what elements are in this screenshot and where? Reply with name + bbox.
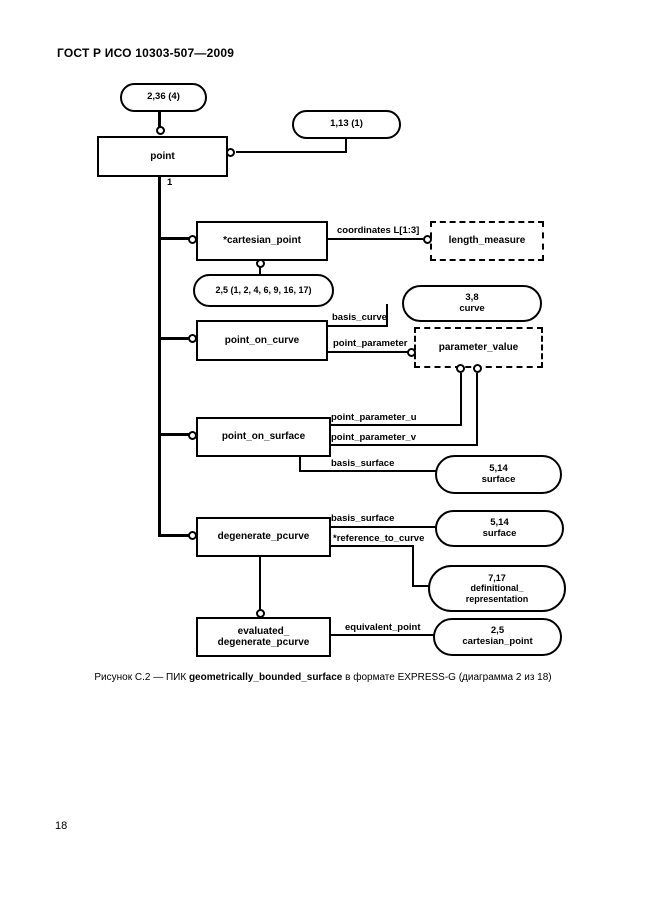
- pageref-point-pages: 2,36 (4): [120, 83, 207, 112]
- edge-point-parameter-v-vertical: [476, 373, 478, 446]
- pageref-label: 1,13 (1): [330, 118, 363, 130]
- edge-coordinates: [324, 238, 423, 240]
- connector-supertyperef-horizontal: [236, 151, 347, 153]
- pageref-label-line2: definitional_: [470, 583, 524, 594]
- pageref-label-line2: surface: [481, 473, 516, 485]
- entity-degenerate-pcurve: degenerate_pcurve: [196, 517, 331, 557]
- entity-point-on-surface: point_on_surface: [196, 417, 331, 457]
- pageref-label-line2: surface: [482, 527, 517, 539]
- entity-label: point_on_surface: [221, 431, 306, 443]
- label-basis-surface-degenerate-pcurve: basis_surface: [331, 513, 395, 524]
- label-point-parameter-u: point_parameter_u: [331, 412, 417, 423]
- circle-degenerate-left: [188, 531, 197, 540]
- branch-point-on-curve: [158, 337, 196, 340]
- circle-point-on-curve-left: [188, 334, 197, 343]
- pageref-surface-point-on-surface: 5,14 surface: [435, 455, 562, 494]
- pageref-label-line3: representation: [465, 593, 529, 604]
- edge-point-parameter-u-horizontal: [327, 424, 462, 426]
- label-point-parameter-v: point_parameter_v: [331, 432, 417, 443]
- entity-label: degenerate_pcurve: [217, 531, 310, 543]
- edge-point-parameter-v-horizontal: [327, 444, 478, 446]
- pageref-cartesian-point-pages: 2,5 (1, 2, 4, 6, 9, 16, 17): [193, 274, 334, 307]
- type-length-measure: length_measure: [430, 221, 544, 261]
- pageref-label-line1: 5,14: [490, 516, 509, 528]
- edge-basis-curve-horizontal: [324, 325, 388, 327]
- entity-evaluated-degenerate-pcurve: evaluated_ degenerate_pcurve: [196, 617, 331, 657]
- label-cardinality: 1: [167, 177, 173, 188]
- circle-cartesian-bottom: [256, 259, 265, 268]
- label-basis-surface-point-on-surface: basis_surface: [331, 458, 395, 469]
- pageref-label: 2,5 (1, 2, 4, 6, 9, 16, 17): [215, 285, 312, 296]
- pageref-cartesian-point: 2,5 cartesian_point: [433, 618, 562, 656]
- entity-label: point: [150, 150, 175, 162]
- caption-prefix: Рисунок С.2 — ПИК: [94, 672, 189, 683]
- subtype-trunk-line: [158, 173, 161, 537]
- pageref-label-line1: 2,5: [490, 625, 505, 637]
- edge-basis-surface1-horizontal: [299, 470, 436, 472]
- entity-point-on-curve: point_on_curve: [196, 320, 328, 361]
- branch-point-on-surface: [158, 433, 196, 436]
- entity-label: point_on_curve: [224, 334, 300, 346]
- type-label: length_measure: [448, 235, 526, 247]
- edge-basis-surface1-vertical: [299, 453, 301, 472]
- figure-caption: Рисунок С.2 — ПИК geometrically_bounded_…: [94, 672, 551, 683]
- circle-length-measure-left: [423, 235, 432, 244]
- entity-cartesian-point: *cartesian_point: [196, 221, 328, 261]
- entity-label-line2: degenerate_pcurve: [217, 637, 310, 648]
- circle-parameter-value-bottom-v: [473, 364, 482, 373]
- circle-point-on-surface-left: [188, 431, 197, 440]
- pageref-label-line1: 3,8: [465, 291, 479, 303]
- label-point-parameter: point_parameter: [333, 338, 408, 349]
- connector-pointpages-to-point: [158, 106, 161, 127]
- entity-point: point: [97, 136, 228, 177]
- pageref-label-line2: curve: [459, 302, 485, 314]
- type-parameter-value: parameter_value: [414, 327, 543, 368]
- pageref-label-line1: 5,14: [489, 462, 508, 474]
- pageref-definitional-representation: 7,17 definitional_ representation: [428, 565, 566, 612]
- pageref-label-line1: 7,17: [488, 572, 506, 583]
- circle-evaluated-top: [256, 609, 265, 618]
- pageref-surface-degenerate-pcurve: 5,14 surface: [435, 510, 564, 547]
- circle-point-top: [156, 126, 165, 135]
- edge-point-parameter: [324, 351, 408, 353]
- circle-parameter-value-bottom-u: [456, 364, 465, 373]
- edge-basis-curve-vertical: [386, 304, 388, 327]
- edge-equivalent-point: [327, 634, 434, 636]
- pageref-supertype: 1,13 (1): [292, 110, 401, 139]
- branch-cartesian-point: [158, 237, 196, 240]
- edge-basis-surface2: [327, 526, 436, 528]
- branch-degenerate-pcurve: [158, 534, 196, 537]
- circle-cartesian-left: [188, 235, 197, 244]
- entity-label-line1: evaluated_: [237, 625, 290, 637]
- pageref-label: 2,36 (4): [147, 91, 180, 103]
- type-label: parameter_value: [438, 341, 519, 353]
- edge-reference-to-curve-vertical: [412, 545, 414, 587]
- label-equivalent-point: equivalent_point: [345, 622, 421, 633]
- document-header: ГОСТ Р ИСО 10303-507—2009: [57, 46, 235, 60]
- pageref-label-line2: cartesian_point: [462, 636, 533, 647]
- caption-entity-name: geometrically_bounded_surface: [188, 672, 343, 683]
- page-number: 18: [55, 820, 68, 832]
- connector-supertyperef-vertical: [345, 134, 347, 153]
- connector-degenerate-to-evaluated: [259, 553, 261, 611]
- edge-point-parameter-u-vertical: [460, 373, 462, 426]
- label-reference-to-curve: *reference_to_curve: [333, 533, 425, 544]
- edge-reference-to-curve-h2: [412, 585, 430, 587]
- circle-parameter-value-left: [407, 348, 416, 357]
- label-basis-curve: basis_curve: [332, 312, 387, 323]
- entity-label: *cartesian_point: [223, 235, 301, 247]
- pageref-curve: 3,8 curve: [402, 285, 542, 322]
- edge-reference-to-curve-h1: [327, 545, 414, 547]
- label-coordinates: coordinates L[1:3]: [337, 225, 420, 236]
- caption-suffix: в формате EXPRESS-G (диаграмма 2 из 18): [342, 672, 552, 683]
- circle-point-right: [226, 148, 235, 157]
